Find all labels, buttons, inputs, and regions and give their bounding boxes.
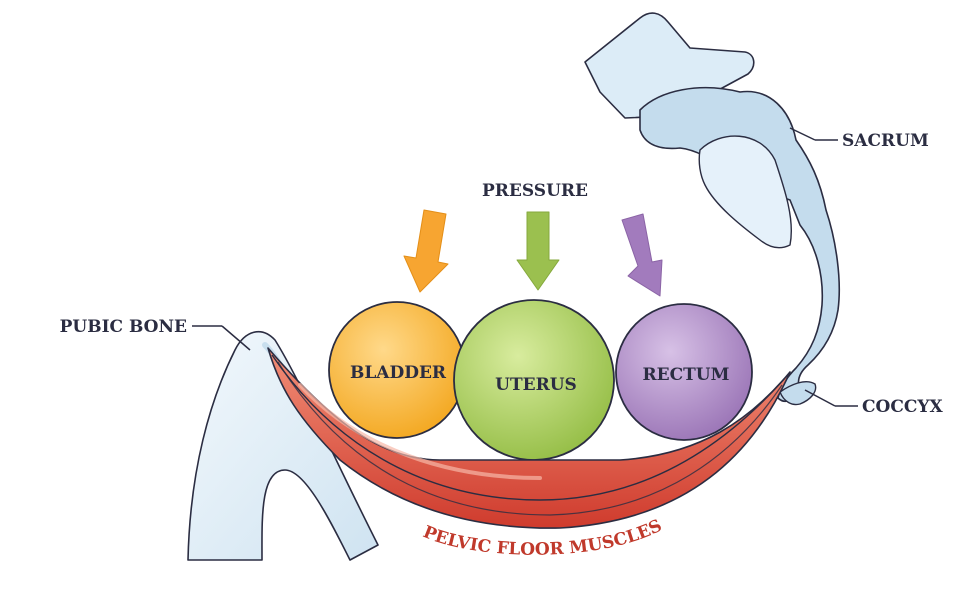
coccyx-label: COCCYX	[862, 397, 944, 417]
pubic-bone-leader-diag	[221, 325, 251, 351]
uterus-label: UTERUS	[495, 375, 577, 395]
sacrum-label: SACRUM	[842, 131, 929, 151]
pubic-bone-label: PUBIC BONE	[60, 317, 187, 337]
orange-arrow	[403, 209, 449, 293]
sacrum-leader	[789, 127, 816, 141]
rectum-label: RECTUM	[643, 365, 730, 385]
uterus: UTERUS	[453, 299, 615, 461]
rectum: RECTUM	[615, 303, 753, 441]
purple-arrow	[621, 213, 663, 297]
bladder-label: BLADDER	[350, 363, 447, 383]
coccyx-leader	[804, 389, 836, 407]
pressure-arrows	[403, 209, 663, 297]
sacrum-coccyx	[584, 12, 841, 406]
pressure-label: PRESSURE	[482, 181, 588, 201]
green-arrow	[516, 211, 560, 291]
bladder: BLADDER	[328, 301, 466, 439]
pelvic-floor-muscles	[267, 347, 791, 529]
